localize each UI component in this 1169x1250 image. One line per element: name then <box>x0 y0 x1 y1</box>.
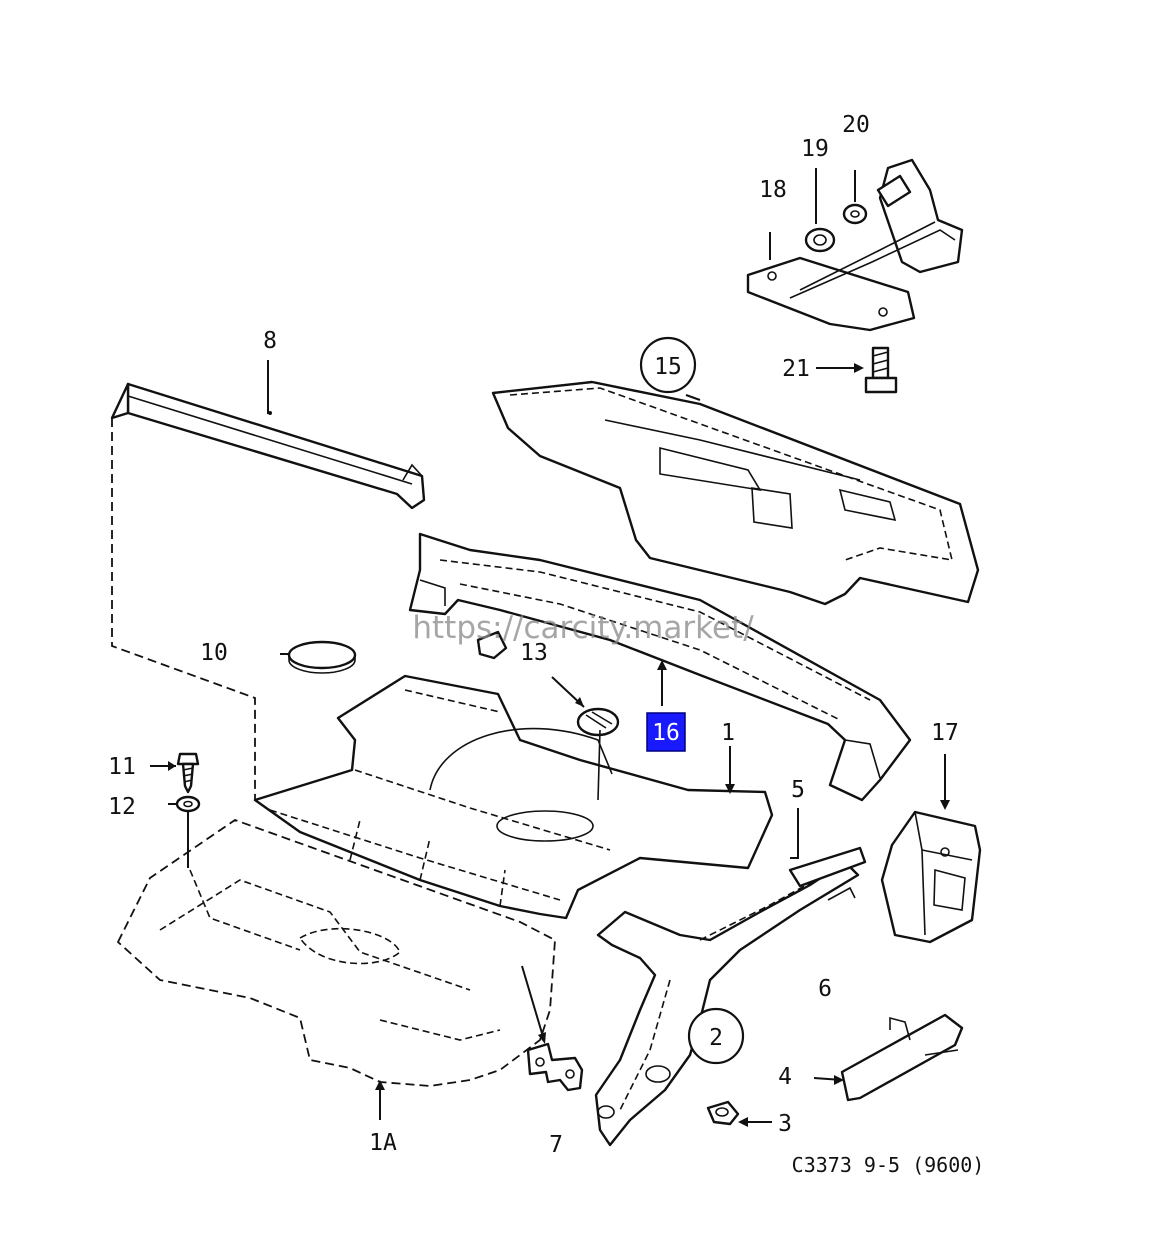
callout-19: 19 <box>801 136 829 162</box>
callout-20: 20 <box>842 112 870 138</box>
callout-3: 3 <box>778 1111 792 1137</box>
part-12-washer[interactable] <box>175 795 201 813</box>
callout-2: 2 <box>709 1025 723 1051</box>
part-1a-lower-floor[interactable] <box>116 818 556 1087</box>
callout-1: 1 <box>721 720 735 746</box>
clip-part[interactable] <box>476 630 508 660</box>
callout-2-ring <box>687 1007 745 1065</box>
part-10-plug[interactable] <box>287 640 357 674</box>
callout-12: 12 <box>108 794 136 820</box>
part-11-screw[interactable] <box>176 752 200 794</box>
hook-bolt[interactable] <box>876 174 912 208</box>
callout-10: 10 <box>200 640 228 666</box>
callout-6: 6 <box>818 976 832 1002</box>
watermark: https://carcity.market/ <box>412 610 754 646</box>
part-16-cross-member[interactable] <box>408 532 912 802</box>
callout-18: 18 <box>759 177 787 203</box>
part-21-bolt[interactable] <box>864 346 898 394</box>
drawing-reference: C3373 9-5 (9600) <box>792 1153 985 1177</box>
callout-7: 7 <box>549 1132 563 1158</box>
part-7-bracket[interactable] <box>526 1042 584 1092</box>
callout-13: 13 <box>520 640 548 666</box>
leader-lines <box>150 168 950 1127</box>
callout-8: 8 <box>263 328 277 354</box>
part-17-bracket[interactable] <box>880 810 982 944</box>
part-15-rear-panel[interactable] <box>491 380 980 606</box>
part-1-floor-pan[interactable] <box>253 674 774 920</box>
part-13-grommet[interactable] <box>576 707 620 737</box>
part-4-bracket[interactable] <box>840 1013 964 1102</box>
callout-11: 11 <box>108 754 136 780</box>
callout-21: 21 <box>782 356 810 382</box>
part-6-bracket[interactable] <box>788 846 867 901</box>
callout-5: 5 <box>791 777 805 803</box>
part-20-washer[interactable] <box>842 203 868 225</box>
part-8-rear-panel[interactable] <box>110 382 426 800</box>
callout-16: 16 <box>652 720 680 746</box>
callout-17: 17 <box>931 720 959 746</box>
callout-1a: 1A <box>369 1130 397 1156</box>
callout-4: 4 <box>778 1064 792 1090</box>
callout-16-highlight <box>646 712 686 752</box>
part-19-nut[interactable] <box>804 227 836 253</box>
part-3-clip-nut[interactable] <box>706 1100 740 1126</box>
callout-15-ring <box>639 336 697 394</box>
callout-15: 15 <box>654 354 682 380</box>
